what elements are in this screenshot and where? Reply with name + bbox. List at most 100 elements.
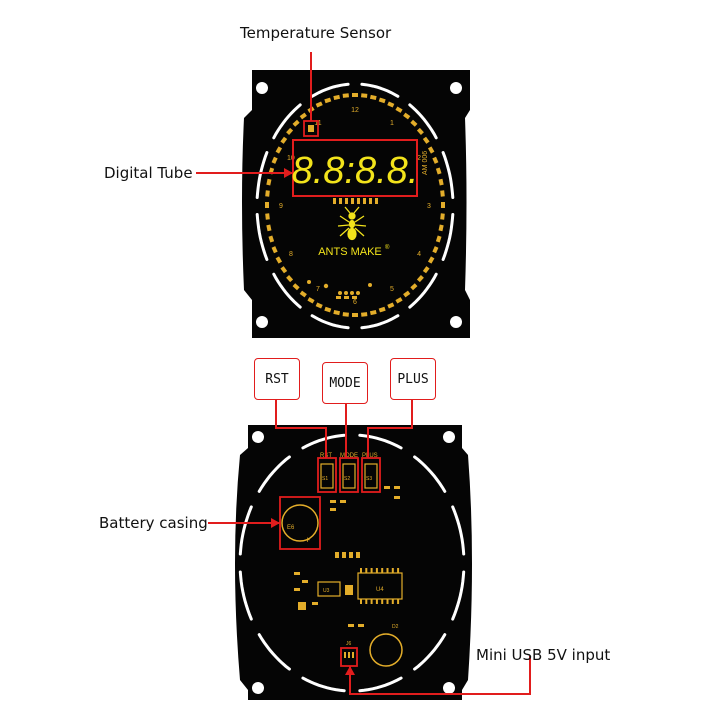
front-mount-hole-bl: [256, 316, 268, 328]
front-led: [315, 101, 323, 108]
front-led: [271, 156, 278, 164]
switch-plus: [361, 457, 381, 493]
clock-number: 6: [353, 299, 357, 306]
digital-tube-digits: 8.8:8.8.: [292, 150, 419, 192]
digital-tube-pins: [333, 198, 378, 204]
front-led: [315, 302, 323, 309]
front-led: [266, 224, 272, 232]
back-white-ring: [238, 433, 466, 693]
mini-usb-label: Mini USB 5V input: [476, 646, 611, 664]
ic-u4: [357, 572, 403, 600]
front-led-ring: [265, 93, 445, 317]
ic-pin: [381, 599, 384, 604]
back-ring-segment: [358, 433, 403, 450]
front-led: [410, 119, 418, 127]
back-ring-segment: [238, 570, 253, 621]
back-pcb: [235, 425, 472, 700]
ic-pin: [365, 568, 368, 573]
front-led: [395, 297, 403, 304]
front-led: [342, 93, 349, 98]
back-board: RST MODE PLUS S1 S2 S3 + E6 U4 U3: [235, 425, 472, 700]
switch-silk-plus: PLUS: [362, 453, 378, 459]
clock-number: 5: [390, 286, 394, 293]
back-mount-hole-bl: [252, 682, 264, 694]
usb-port-pads: [344, 652, 354, 658]
clock-number: 2: [417, 155, 421, 162]
front-led: [361, 93, 368, 98]
back-ring-segment: [358, 676, 403, 693]
back-mount-hole-tl: [252, 431, 264, 443]
back-ring-segment: [301, 433, 346, 450]
ic-pin: [365, 599, 368, 604]
front-led: [441, 202, 445, 208]
front-ring-segment: [360, 314, 400, 330]
front-ring-segment: [255, 213, 269, 261]
ic-u4-pins: [360, 568, 400, 604]
front-led: [286, 275, 294, 283]
front-led: [435, 167, 442, 175]
back-ring-segment: [301, 676, 346, 693]
battery-casing-label: Battery casing: [99, 514, 208, 532]
ic-pin: [360, 599, 362, 604]
front-led: [292, 119, 300, 127]
front-led: [387, 101, 395, 108]
ic-u3: [317, 581, 341, 597]
ic-pin: [397, 599, 400, 604]
switch-silk-mode: MODE: [340, 453, 358, 459]
callout-arrowheads: [271, 168, 355, 675]
front-led: [422, 266, 430, 274]
battery-plus-mark: +: [305, 535, 310, 545]
ant-logo: [337, 206, 367, 241]
front-ring-segment: [408, 272, 438, 309]
front-ring-segment: [360, 82, 400, 98]
clock-number: 10: [287, 155, 295, 162]
front-led: [440, 213, 445, 220]
front-led: [361, 312, 368, 317]
front-led: [427, 146, 435, 154]
ic-pin: [360, 568, 362, 573]
front-led: [369, 310, 377, 316]
brand-label: ANTS MAKE: [318, 246, 382, 258]
front-led: [324, 306, 332, 313]
front-led: [416, 275, 424, 283]
front-mount-hole-br: [450, 316, 462, 328]
callout-lines: [196, 52, 531, 695]
front-led: [324, 97, 332, 104]
plus-button-label: PLUS: [390, 358, 436, 400]
digital-tube-label: Digital Tube: [104, 164, 193, 182]
front-led: [438, 224, 444, 232]
front-led: [265, 213, 270, 220]
back-ring-segment: [413, 455, 447, 493]
usb-port-label: J6: [346, 641, 352, 647]
ic-pin: [381, 568, 384, 573]
front-led: [435, 235, 442, 243]
clock-number: 9: [279, 203, 283, 210]
front-led: [265, 190, 270, 197]
front-led: [369, 94, 377, 100]
front-led: [416, 127, 424, 135]
clock-number: 4: [417, 251, 421, 258]
front-led: [432, 246, 439, 254]
front-ring-segment: [272, 272, 302, 309]
front-pcb: [242, 70, 470, 338]
front-led: [275, 146, 283, 154]
front-led: [271, 246, 278, 254]
front-led: [299, 290, 307, 298]
back-ring-segment: [257, 633, 291, 671]
battery-arrowhead: [271, 518, 280, 528]
brand-registered-mark: ®: [385, 244, 390, 251]
ic-pin: [391, 599, 394, 604]
back-ring-segment: [451, 570, 466, 621]
front-led: [427, 256, 435, 264]
front-led: [299, 112, 307, 120]
ic-pin: [391, 568, 394, 573]
front-small-parts: [307, 280, 372, 299]
front-led: [333, 310, 341, 316]
model-label: AM 006: [422, 151, 429, 175]
front-mount-hole-tl: [256, 82, 268, 94]
front-led: [403, 290, 411, 298]
switch-id-s1: S1: [322, 476, 328, 482]
clock-number: 7: [316, 286, 320, 293]
